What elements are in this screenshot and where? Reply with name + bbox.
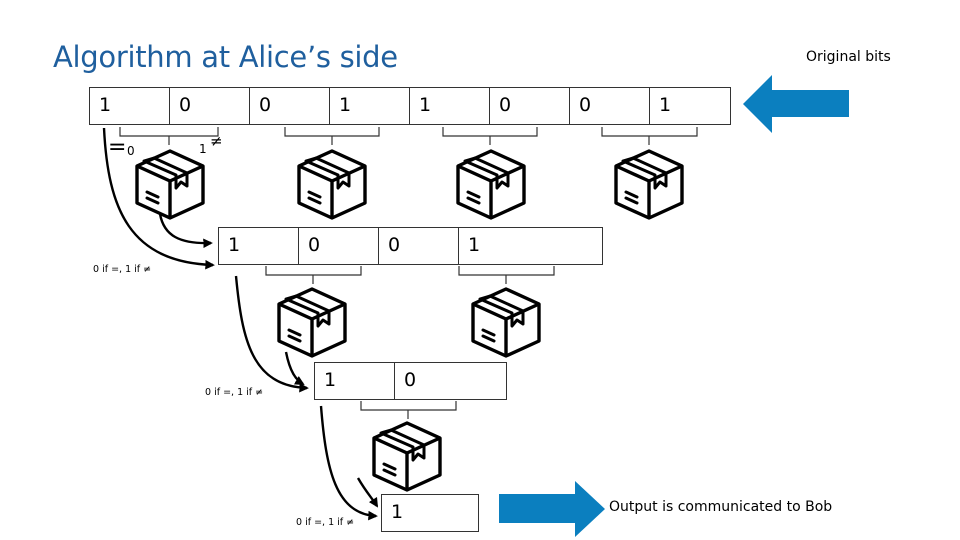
bit-row-level-2: 1 0 0 1: [218, 227, 603, 265]
bit-cell: 0: [250, 88, 330, 124]
block-arrow-icon: [499, 481, 605, 537]
bit-cell: 1: [468, 234, 481, 256]
rule-label: 0 if =, 1 if ≠: [296, 517, 354, 528]
package-box-icon: [456, 149, 526, 220]
slide-title: Algorithm at Alice’s side: [53, 40, 398, 74]
pair-bracket: [360, 401, 457, 419]
bit-cell: 1: [219, 228, 299, 264]
bit-cell: 1: [90, 88, 170, 124]
bit-row-level-3: 1 0: [314, 362, 507, 400]
bit-cell: 1: [410, 88, 490, 124]
bit-cell: 0: [490, 88, 570, 124]
curved-arrow: [356, 477, 379, 508]
output-note: Output is communicated to Bob: [609, 499, 833, 515]
bit-cell: 0: [570, 88, 650, 124]
bit-row-original: 1 0 0 1 1 0 0 1: [89, 87, 731, 125]
pair-bracket: [458, 266, 555, 284]
package-box-icon: [471, 287, 541, 358]
bit-cell: 1: [315, 363, 395, 399]
not-equal-sign: ≠: [210, 132, 223, 150]
rule-label: 0 if =, 1 if ≠: [205, 387, 263, 398]
rule-label: 0 if =, 1 if ≠: [93, 264, 151, 275]
bit-cell: 0: [170, 88, 250, 124]
package-box-icon: [297, 149, 367, 220]
bit-cell: 1: [330, 88, 410, 124]
package-box-icon: [277, 287, 347, 358]
bit-cell: 0: [299, 228, 379, 264]
curved-arrow: [284, 351, 305, 386]
package-box-icon: [372, 421, 442, 492]
curved-arrow: [319, 405, 378, 521]
bit-cell: 1: [391, 501, 404, 523]
original-bits-label: Original bits: [806, 49, 891, 65]
bit-cell: 1: [659, 94, 672, 116]
package-box-icon: [135, 149, 205, 220]
curved-arrow: [102, 127, 215, 270]
block-arrow-icon: [743, 75, 849, 133]
equals-sign: =: [108, 135, 126, 160]
unequal-result: 1: [199, 142, 207, 156]
curved-arrow: [234, 275, 309, 393]
bit-cell: 0: [404, 369, 417, 391]
equal-result: 0: [127, 144, 135, 158]
bit-cell: 0: [379, 228, 459, 264]
pair-bracket: [442, 127, 538, 145]
pair-bracket: [284, 127, 380, 145]
package-box-icon: [614, 149, 684, 220]
curved-arrow: [158, 213, 213, 249]
pair-bracket: [601, 127, 698, 145]
pair-bracket: [119, 127, 219, 145]
pair-bracket: [265, 266, 362, 284]
bit-row-output: 1: [381, 494, 479, 532]
